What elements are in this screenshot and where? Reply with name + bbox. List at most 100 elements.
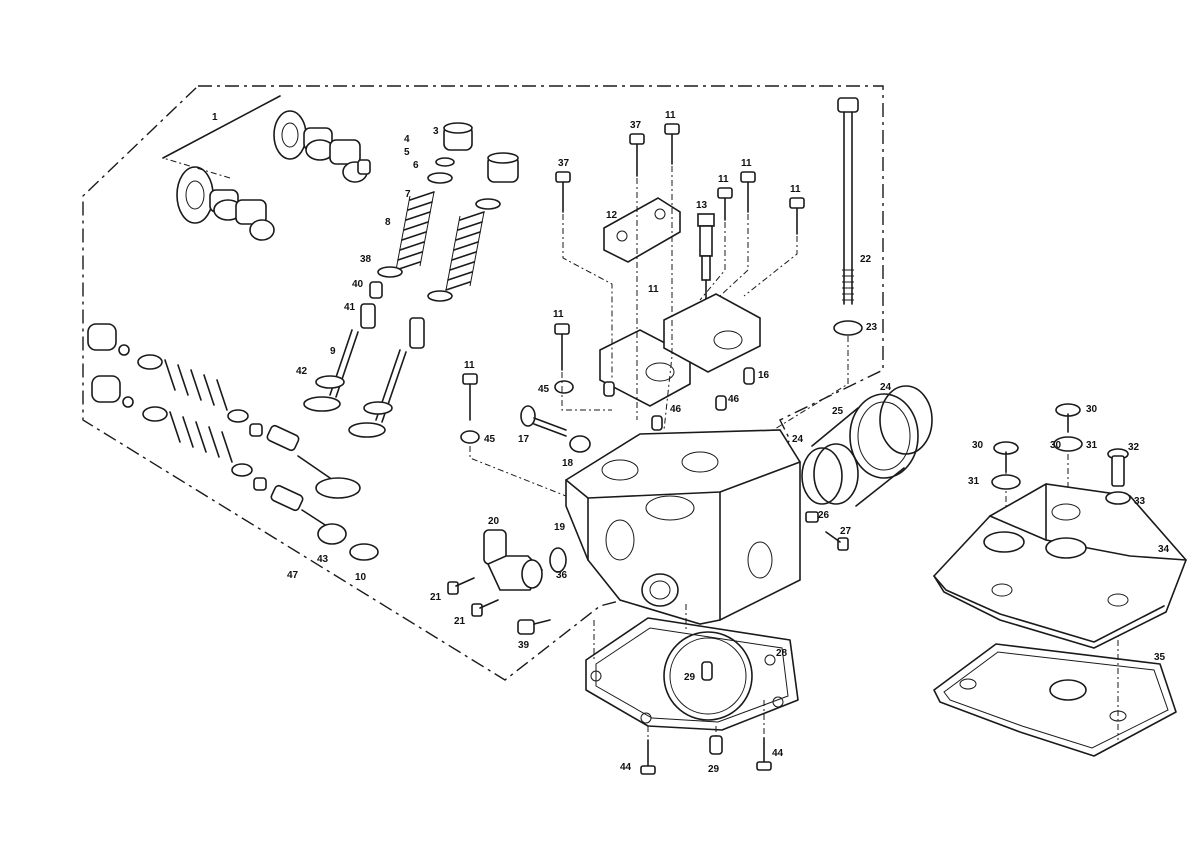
callout-21-a: 21 <box>430 592 442 603</box>
callout-11-e: 11 <box>553 309 564 320</box>
cylinder-head-19 <box>565 429 801 625</box>
dowel-46-a <box>715 395 727 411</box>
dowel-46-b <box>651 415 663 431</box>
callout-17: 17 <box>518 434 530 445</box>
callout-11-g: 11 <box>648 284 659 295</box>
hose-clamp-24-b <box>801 447 843 505</box>
bolt-44-left <box>640 739 656 775</box>
callout-37-left: 37 <box>558 158 570 169</box>
callout-11-c: 11 <box>741 158 752 169</box>
valve-spring-a <box>395 191 435 271</box>
grommet-31-right <box>1053 436 1083 452</box>
valve-cover-34 <box>932 483 1187 649</box>
valve-guide-a <box>360 303 376 329</box>
dowel-29-lower <box>709 735 723 755</box>
callout-31-left: 31 <box>968 476 980 487</box>
callout-33: 33 <box>1134 496 1146 507</box>
callout-42: 42 <box>296 366 308 377</box>
callout-34: 34 <box>1158 544 1170 555</box>
camshaft-upper <box>162 95 371 183</box>
callout-45-upper: 45 <box>538 384 550 395</box>
callout-11-a: 11 <box>665 110 676 121</box>
callout-44-right: 44 <box>772 748 784 759</box>
callout-45-lower: 45 <box>484 434 496 445</box>
callout-4: 4 <box>404 134 410 145</box>
callout-1: 1 <box>212 112 218 123</box>
valve-stack-lower <box>91 375 379 561</box>
callout-12: 12 <box>606 210 618 221</box>
callout-11-b: 11 <box>718 174 729 185</box>
clamp-screw-26 <box>805 511 819 523</box>
valve-guide-b <box>409 317 425 349</box>
callout-32: 32 <box>1128 442 1140 453</box>
callout-29-upper: 29 <box>684 672 696 683</box>
cover-bolt-30-left <box>993 441 1019 473</box>
bolt-27 <box>825 531 849 551</box>
callout-25: 25 <box>832 406 844 417</box>
thermostat-housing-20 <box>483 529 544 591</box>
o-ring-36 <box>549 547 567 573</box>
callout-43: 43 <box>317 554 329 565</box>
spark-plug-13 <box>697 213 715 301</box>
callout-27: 27 <box>840 526 852 537</box>
bolt-11-b <box>717 187 733 221</box>
callout-9: 9 <box>330 346 336 357</box>
bolt-37-left <box>555 171 571 213</box>
spring-seat-a <box>377 266 403 278</box>
hose-clamp-24-a <box>879 385 933 455</box>
callout-44-left: 44 <box>620 762 632 773</box>
callout-26: 26 <box>818 510 830 521</box>
callout-38: 38 <box>360 254 372 265</box>
intake-boot-25 <box>811 393 919 507</box>
camshaft-lower <box>176 166 275 241</box>
bolt-21-b <box>471 599 499 617</box>
callout-3: 3 <box>433 126 439 137</box>
callout-46-a: 46 <box>728 394 740 405</box>
callout-36: 36 <box>556 570 568 581</box>
cam-holder-12 <box>603 197 681 263</box>
callout-30-top: 30 <box>1086 404 1098 415</box>
callout-23: 23 <box>866 322 878 333</box>
dowel-16 <box>743 367 755 385</box>
bolt-11-f <box>462 373 478 421</box>
valve-ring-b <box>363 401 393 415</box>
callout-37-right: 37 <box>630 120 642 131</box>
callout-24-mid: 24 <box>792 434 804 445</box>
cam-cap-right <box>663 293 761 373</box>
callout-labels: 1 3 4 5 6 7 8 38 40 41 9 42 47 43 10 37 … <box>212 110 1170 775</box>
callout-47: 47 <box>287 570 299 581</box>
callout-22: 22 <box>860 254 872 265</box>
spring-seat-b <box>427 290 453 302</box>
callout-13: 13 <box>696 200 708 211</box>
callout-11-d: 11 <box>790 184 801 195</box>
callout-40: 40 <box>352 279 364 290</box>
dowel-29-upper <box>701 661 713 681</box>
callout-18: 18 <box>562 458 574 469</box>
callout-5: 5 <box>404 147 410 158</box>
grommet-31-left <box>991 474 1021 490</box>
washer-23 <box>833 320 863 336</box>
shim-a <box>435 157 455 167</box>
callout-21-b: 21 <box>454 616 466 627</box>
valve-b <box>348 349 407 438</box>
callout-41: 41 <box>344 302 356 313</box>
bolt-11-a <box>664 123 680 165</box>
callout-28: 28 <box>776 648 788 659</box>
callout-19: 19 <box>554 522 566 533</box>
callout-20: 20 <box>488 516 500 527</box>
long-stud-22 <box>837 97 859 305</box>
callout-11-f: 11 <box>464 360 475 371</box>
callout-10: 10 <box>355 572 367 583</box>
sensor-39 <box>517 619 551 635</box>
bolt-11-c <box>740 171 756 213</box>
bolt-37-right <box>629 133 645 177</box>
callout-46-b: 46 <box>670 404 682 415</box>
valve-ring-a <box>315 375 345 389</box>
callout-30-right: 30 <box>1050 440 1062 451</box>
head-gasket-28 <box>585 617 799 731</box>
callout-16: 16 <box>758 370 770 381</box>
valve-stack-upper <box>87 323 361 499</box>
bolt-11-e <box>554 323 570 371</box>
callout-35: 35 <box>1154 652 1166 663</box>
